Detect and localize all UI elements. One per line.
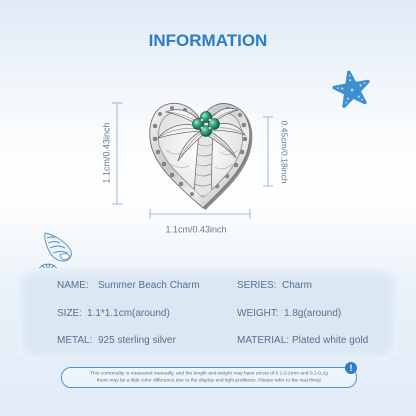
- height-dimension-label: 1.1cm/0.43inch: [101, 122, 111, 183]
- spec-series-value: Charm: [282, 280, 313, 291]
- palm-leaf-veins: [158, 109, 245, 161]
- palm-trunk: [193, 133, 214, 198]
- charm-filigree: [165, 149, 239, 170]
- specs-panel: [18, 268, 398, 360]
- notice-line: This commodity is measured manually, and…: [90, 370, 328, 377]
- height-dimension: [112, 102, 123, 205]
- spec-name-label: NAME:: [57, 280, 89, 291]
- thickness-dimension: [263, 116, 273, 187]
- spec-weight-value: 1.8g(around): [284, 308, 342, 319]
- conch-opening: [59, 253, 71, 261]
- thickness-dimension-label: 0.45cm/0.18inch: [280, 120, 290, 183]
- width-dimension: [149, 209, 251, 219]
- spec-size-value: 1.1*1.1cm(around): [87, 308, 170, 319]
- notice-box: [61, 367, 357, 388]
- conch-stripes: [46, 236, 69, 254]
- spec-metal-label: METAL:: [57, 335, 93, 346]
- notice-text: This commodity is measured manually, and…: [64, 370, 354, 385]
- seashell-icon: [37, 232, 72, 273]
- starfish-dots: [337, 74, 366, 104]
- notice-line: there may be a little color difference d…: [96, 377, 322, 383]
- spec-material-label: MATERIAL:: [237, 335, 290, 346]
- gem-prongs: [200, 118, 212, 130]
- spec-metal-value: 925 sterling silver: [98, 335, 176, 346]
- spec-series-label: SERIES:: [237, 280, 277, 291]
- product-image: [149, 102, 253, 210]
- spec-name-value: Summer Beach Charm: [98, 280, 200, 291]
- page-title: INFORMATION: [148, 31, 268, 50]
- spec-material-value: Plated white gold: [292, 335, 369, 346]
- spec-weight-label: WEIGHT:: [237, 308, 279, 319]
- width-dimension-label: 1.1cm/0.43inch: [165, 224, 226, 234]
- spec-size-label: SIZE:: [57, 308, 83, 319]
- exclamation-circle-icon: !: [345, 362, 357, 374]
- starfish-icon: [332, 70, 370, 108]
